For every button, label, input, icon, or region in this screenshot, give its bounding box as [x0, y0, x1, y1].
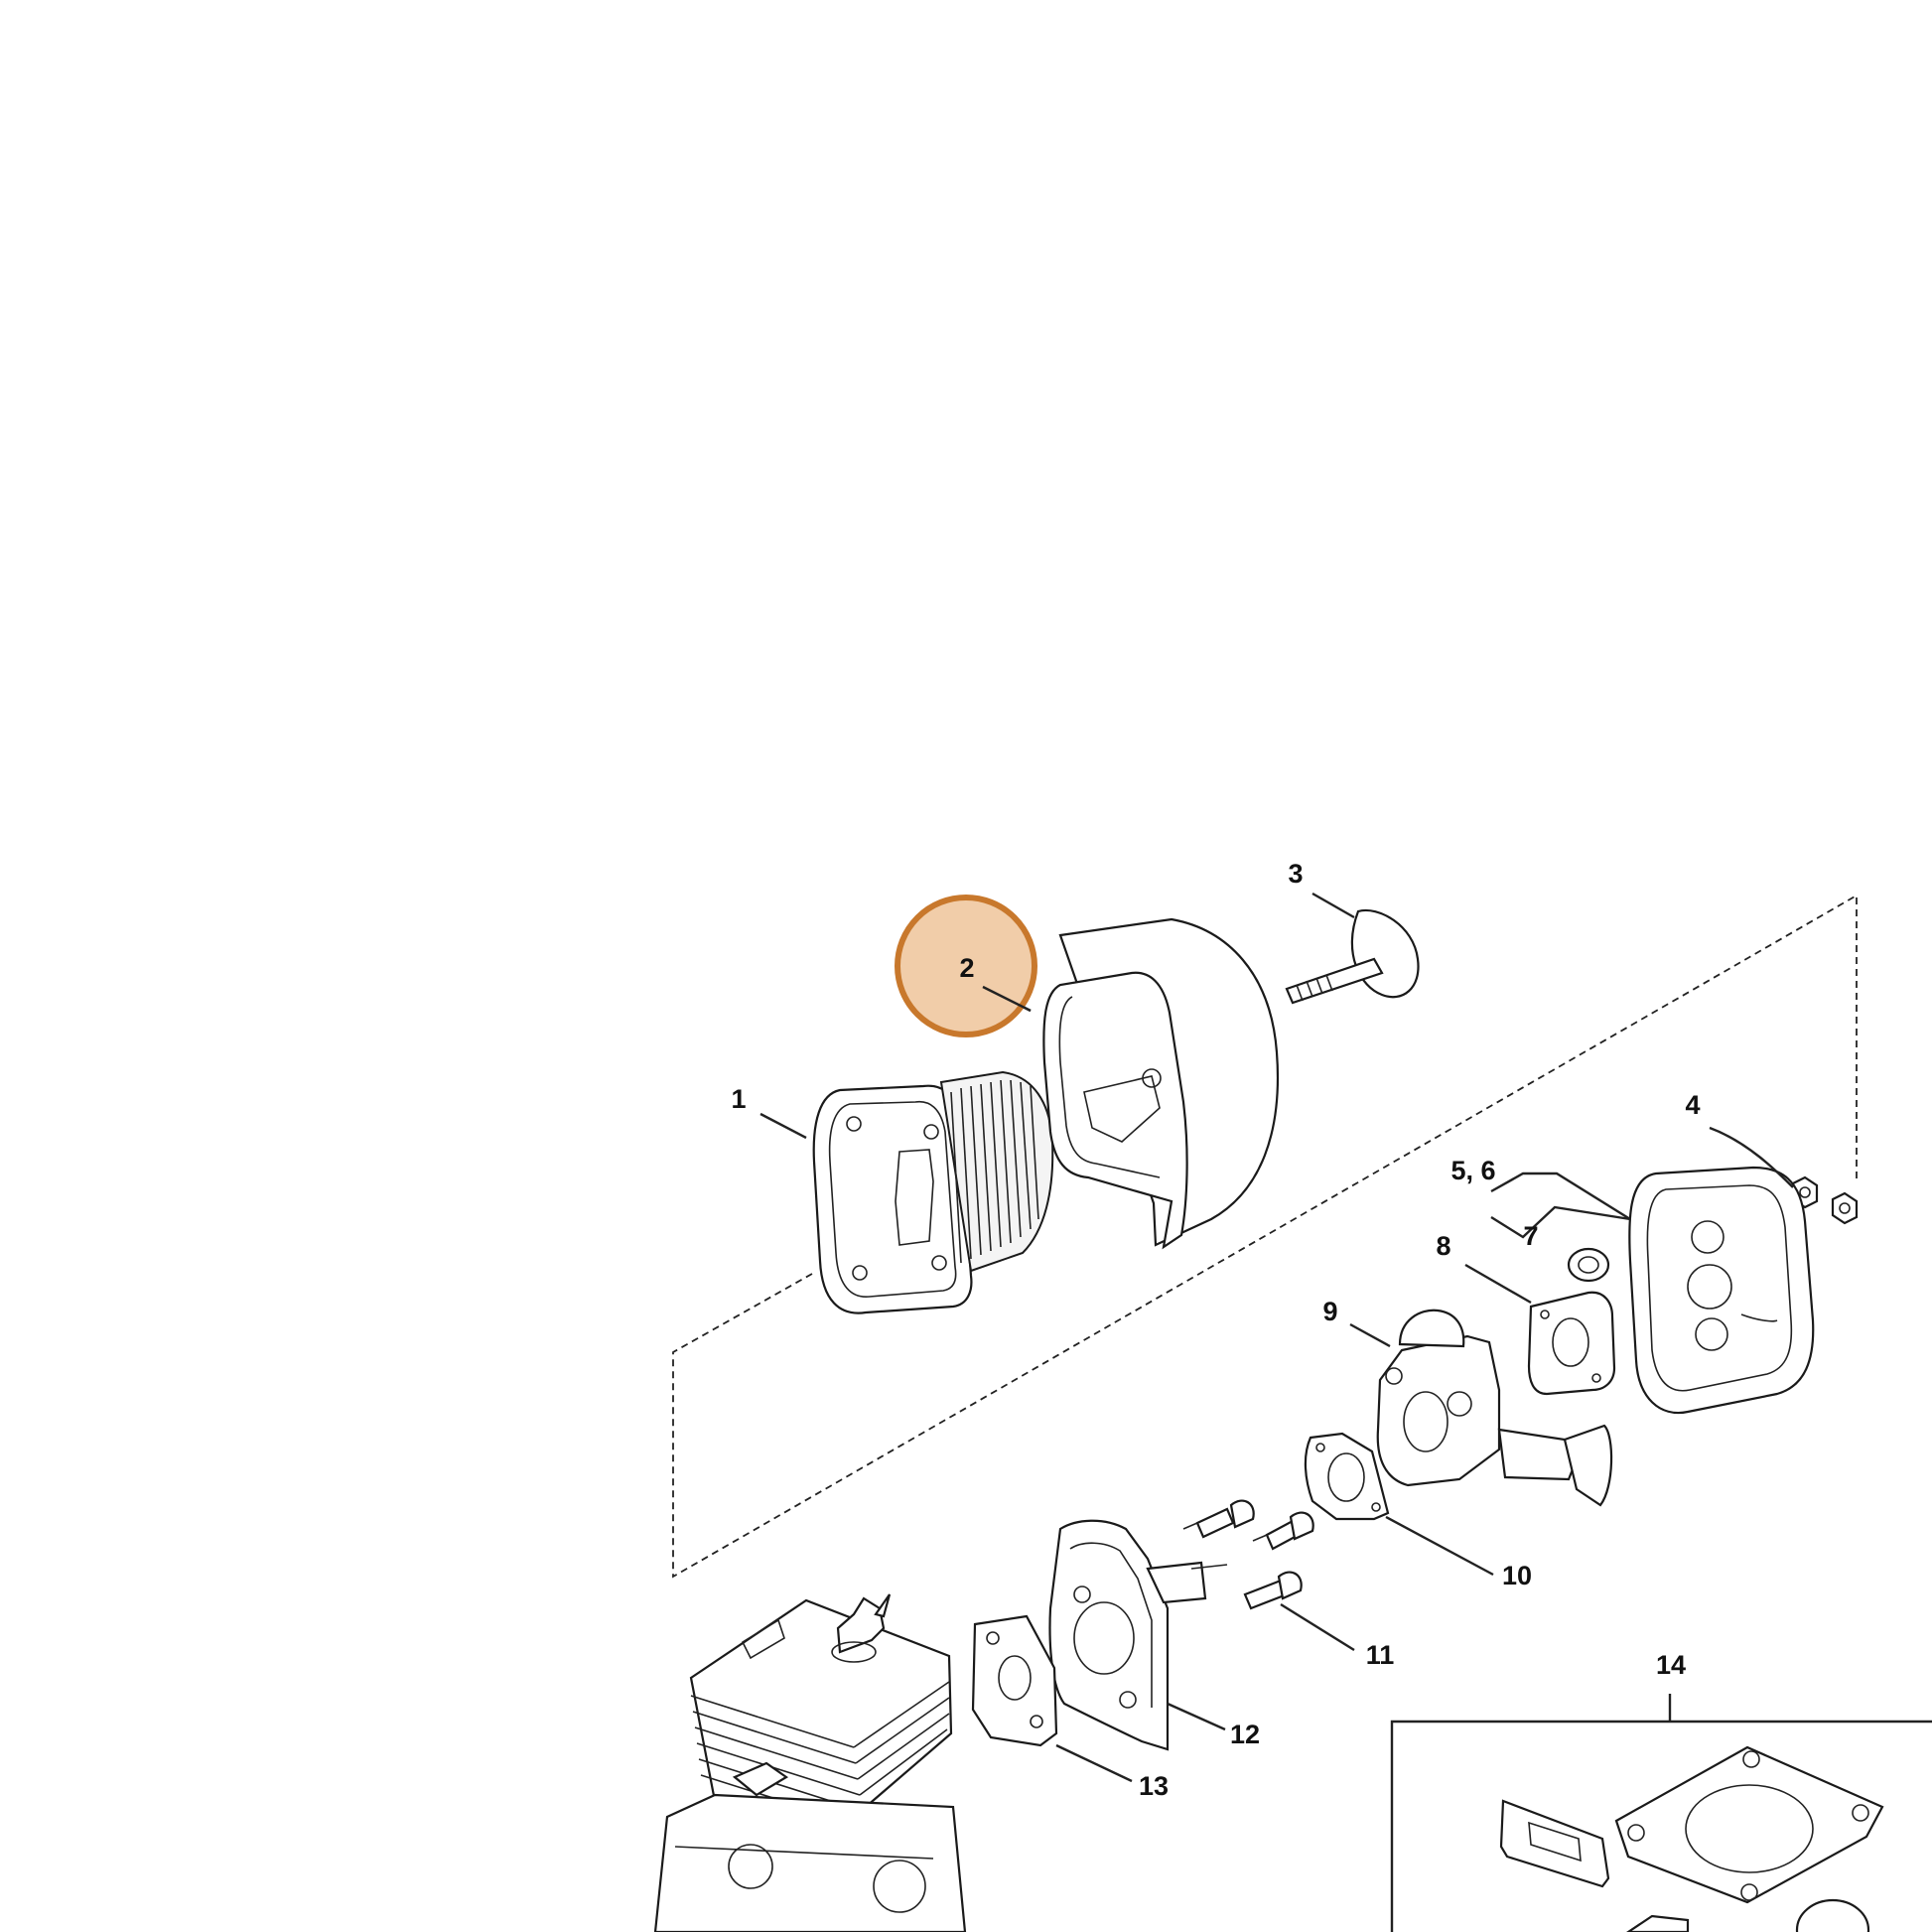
- callout-9[interactable]: 9: [1322, 1297, 1337, 1326]
- gasket-part: [1527, 1291, 1616, 1396]
- callout-label-5-6: 5, 6: [1450, 1156, 1495, 1185]
- callout-label-12: 12: [1230, 1720, 1260, 1749]
- callout-12[interactable]: 12: [1230, 1720, 1260, 1749]
- gasket-set-box: [1390, 1720, 1932, 1932]
- carburetor-box-part: [1628, 1166, 1815, 1415]
- callout-3[interactable]: 3: [1288, 859, 1303, 889]
- callout-label-7: 7: [1523, 1221, 1538, 1251]
- callout-2-highlight[interactable]: 2: [895, 895, 1037, 1037]
- callout-label-9: 9: [1322, 1297, 1337, 1326]
- leader-lines: [759, 892, 1794, 1783]
- callout-label-11: 11: [1366, 1640, 1395, 1670]
- callout-label-13: 13: [1139, 1771, 1169, 1801]
- callout-label-4: 4: [1685, 1090, 1700, 1120]
- callout-8[interactable]: 8: [1436, 1231, 1450, 1261]
- callout-label-8: 8: [1436, 1231, 1450, 1261]
- cover-knob-part: [1285, 908, 1420, 1005]
- grommet-part: [1567, 1247, 1610, 1283]
- callout-4[interactable]: 4: [1685, 1090, 1700, 1120]
- assembly-outline: [672, 894, 1858, 1579]
- screw-part-2: [1252, 1511, 1314, 1551]
- filter-cover-part: [1042, 917, 1280, 1250]
- callout-5-6[interactable]: 5, 6: [1450, 1156, 1495, 1185]
- screw-part-3: [1243, 1571, 1303, 1610]
- carburetor-part: [1376, 1309, 1613, 1507]
- callout-label-1: 1: [731, 1084, 746, 1114]
- intake-flange-part: [1048, 1519, 1228, 1751]
- screw-part: [1182, 1499, 1255, 1539]
- callout-11[interactable]: 11: [1366, 1640, 1395, 1670]
- engine-cylinder-part: [653, 1593, 967, 1932]
- air-filter-part: [812, 1070, 1054, 1314]
- callout-7[interactable]: 7: [1523, 1221, 1538, 1251]
- callout-10[interactable]: 10: [1502, 1561, 1532, 1590]
- flange-gasket-part: [971, 1614, 1058, 1747]
- callout-1[interactable]: 1: [731, 1084, 746, 1114]
- callout-13[interactable]: 13: [1139, 1771, 1169, 1801]
- callout-label-2: 2: [959, 953, 974, 983]
- intake-gasket-part: [1304, 1432, 1390, 1521]
- callout-14[interactable]: 14: [1656, 1650, 1686, 1680]
- callout-label-10: 10: [1502, 1561, 1532, 1590]
- callout-label-14: 14: [1656, 1650, 1686, 1680]
- highlight-circle: [895, 895, 1037, 1037]
- callout-label-3: 3: [1288, 859, 1303, 889]
